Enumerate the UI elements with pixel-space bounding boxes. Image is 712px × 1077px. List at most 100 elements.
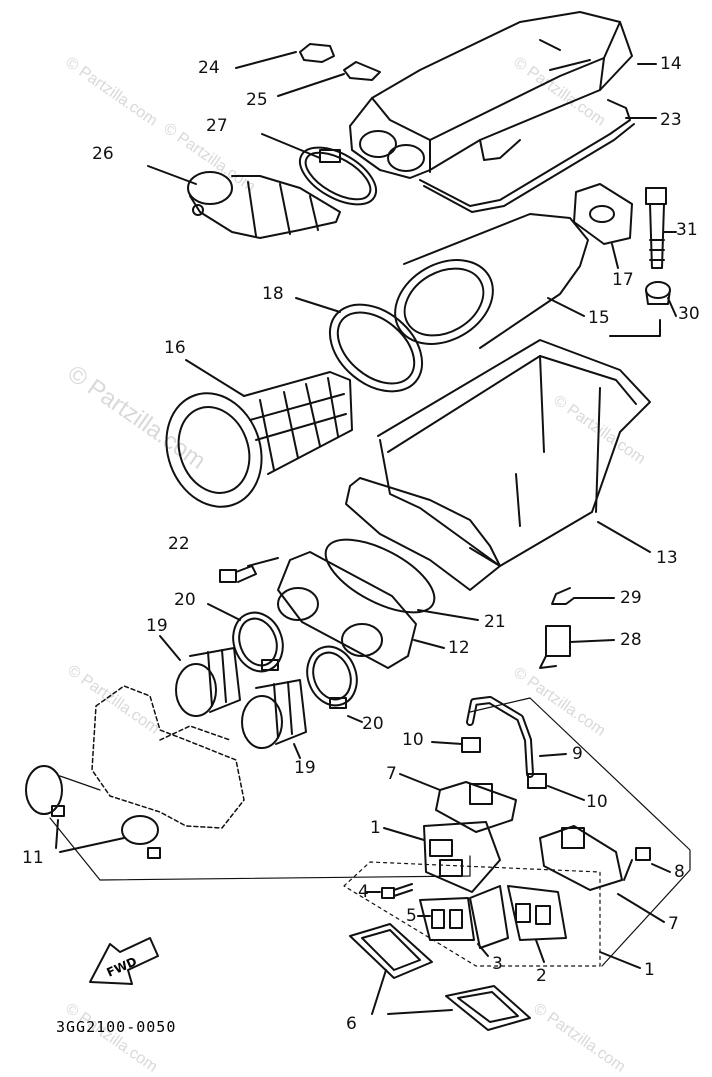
callout-7-upper: 7	[386, 764, 397, 784]
leader-17	[611, 243, 619, 269]
clamp-part-20-lower	[306, 645, 358, 709]
leader-12	[413, 639, 445, 649]
leader-3	[477, 943, 489, 957]
leader-26	[147, 165, 197, 185]
callout-15: 15	[588, 308, 610, 328]
o-ring-part-21	[324, 538, 436, 614]
callout-19-lower: 19	[294, 758, 316, 778]
holder-part-28	[539, 625, 571, 669]
leader-30	[667, 297, 677, 317]
leader-25	[277, 73, 345, 97]
leader-7a	[399, 773, 441, 791]
callout-25: 25	[246, 90, 268, 110]
callout-16: 16	[164, 338, 186, 358]
leader-22	[247, 557, 279, 567]
leader-6	[371, 969, 453, 1015]
clamp-part-27	[299, 146, 377, 206]
filter-element-part-15	[394, 213, 589, 349]
callout-1-upper: 1	[370, 818, 381, 838]
callout-6: 6	[346, 1014, 357, 1034]
grommet-part-30	[645, 281, 671, 305]
callout-7-lower: 7	[668, 914, 679, 934]
leader-20b	[347, 715, 363, 723]
stopper-part-5	[469, 885, 509, 949]
assembly-bracket-lines	[49, 775, 471, 881]
callout-8: 8	[674, 862, 685, 882]
element-guide-part-16	[165, 371, 353, 508]
callout-11: 11	[22, 848, 44, 868]
airbox-case-part-13	[345, 319, 661, 591]
sub-assembly-bracket	[343, 861, 601, 967]
reed-cover-part-7-left	[435, 781, 517, 833]
leader-21	[417, 609, 479, 621]
carburetor-outline	[91, 685, 245, 829]
bolt-part-8	[623, 847, 651, 881]
leader-24	[235, 51, 297, 69]
callout-9: 9	[572, 744, 583, 764]
bolt-part-31	[645, 187, 667, 269]
ring-part-18	[328, 303, 424, 393]
callout-31: 31	[676, 220, 698, 240]
leader-1a	[383, 827, 425, 841]
callout-14: 14	[660, 54, 682, 74]
screw-part-4	[381, 883, 413, 899]
reed-valve-part-2	[507, 885, 567, 941]
carburetor-joint-part-12	[277, 551, 417, 669]
reed-plate-part-3	[419, 897, 475, 941]
gasket-part-6-right	[445, 985, 531, 1031]
leader-9	[539, 753, 567, 757]
outer-bracket-lines	[469, 697, 691, 967]
leader-2	[535, 939, 545, 963]
callout-23: 23	[660, 110, 682, 130]
leader-11	[55, 819, 125, 853]
callout-28: 28	[620, 630, 642, 650]
callout-10-lower: 10	[586, 792, 608, 812]
leader-28	[569, 639, 615, 643]
callout-24: 24	[198, 58, 220, 78]
hose-clamp-part-10-lower	[527, 773, 547, 789]
clip-part-24	[299, 43, 335, 63]
callout-29: 29	[620, 588, 642, 608]
callout-5: 5	[406, 906, 417, 926]
callout-20-lower: 20	[362, 714, 384, 734]
clip-part-29	[551, 587, 575, 605]
hose-clamp-part-10-upper	[461, 737, 481, 753]
callout-1-lower: 1	[644, 960, 655, 980]
reed-valve-part-1	[423, 821, 501, 893]
callout-2: 2	[536, 966, 547, 986]
diagram-code: 3GG2100-0050	[56, 1018, 177, 1036]
leader-7b	[617, 893, 665, 923]
callout-20-upper: 20	[174, 590, 196, 610]
gasket-part-6-left	[349, 923, 433, 979]
callout-17: 17	[612, 270, 634, 290]
leader-18	[295, 297, 341, 313]
reed-cover-part-7-right	[539, 825, 623, 891]
leader-27	[261, 133, 321, 159]
leader-8	[651, 863, 671, 873]
callout-19-upper: 19	[146, 616, 168, 636]
leader-13	[597, 521, 651, 553]
callout-18: 18	[262, 284, 284, 304]
callout-30: 30	[678, 304, 700, 324]
callout-13: 13	[656, 548, 678, 568]
leader-15	[547, 297, 585, 317]
fwd-arrow	[89, 937, 159, 985]
clamp-part-20-upper	[232, 611, 284, 673]
leader-20a	[207, 603, 241, 621]
seal-part-23	[419, 99, 635, 213]
carburetor-joint-part-19-upper	[175, 647, 241, 717]
clip-part-25	[343, 61, 381, 81]
bolt-part-22	[219, 565, 257, 583]
callout-4: 4	[358, 882, 369, 902]
callout-21: 21	[484, 612, 506, 632]
leader-16	[185, 359, 245, 397]
leader-19a	[159, 635, 181, 661]
callout-12: 12	[448, 638, 470, 658]
callout-3: 3	[492, 954, 503, 974]
clamp-part-11-upper	[25, 765, 65, 817]
callout-26: 26	[92, 144, 114, 164]
leader-1b	[599, 951, 641, 969]
leader-10b	[547, 785, 585, 801]
